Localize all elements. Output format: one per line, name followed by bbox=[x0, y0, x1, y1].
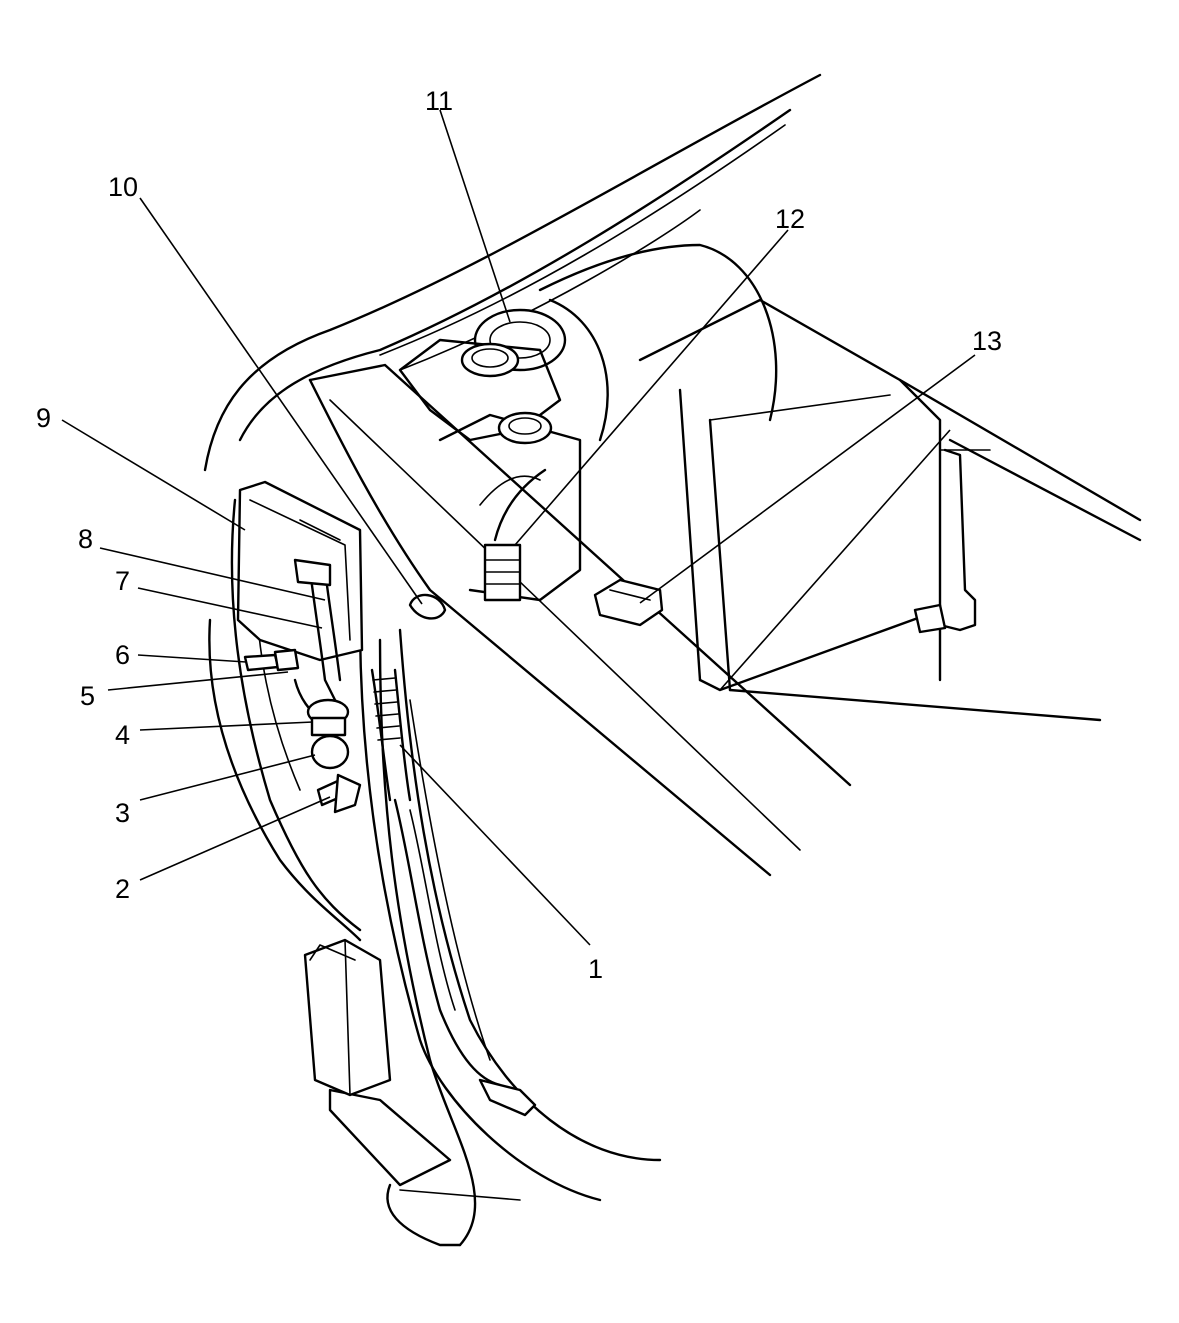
hose-1 bbox=[370, 668, 412, 802]
fitting-4 bbox=[306, 698, 350, 737]
sensor-6 bbox=[243, 648, 300, 672]
leader-13b bbox=[719, 429, 951, 691]
leader-2 bbox=[139, 796, 331, 881]
bolt-2 bbox=[316, 773, 362, 814]
washer-pump bbox=[479, 468, 547, 602]
leader-1 bbox=[399, 744, 591, 946]
leader-12 bbox=[514, 229, 789, 546]
electronic-module bbox=[303, 938, 392, 1097]
callout-6: 6 bbox=[115, 640, 130, 670]
air-intake bbox=[473, 243, 778, 442]
bulb-3 bbox=[310, 734, 350, 770]
hood-edge bbox=[203, 73, 822, 472]
leader-4 bbox=[139, 721, 314, 731]
headlamp-wiring bbox=[293, 558, 342, 722]
fender-lower bbox=[358, 618, 662, 1247]
leader-11 bbox=[439, 109, 511, 323]
leader-3 bbox=[139, 754, 316, 801]
support-bracket bbox=[913, 448, 991, 634]
leader-9 bbox=[61, 419, 246, 531]
callout-11: 11 bbox=[425, 86, 453, 116]
callout-13: 13 bbox=[972, 326, 1002, 356]
callout-2: 2 bbox=[115, 874, 130, 904]
callout-1: 1 bbox=[588, 954, 603, 984]
callout-12: 12 bbox=[775, 204, 805, 234]
callout-3: 3 bbox=[115, 798, 130, 828]
radiator bbox=[638, 298, 1142, 722]
callout-8: 8 bbox=[78, 524, 93, 554]
coolant-reservoir bbox=[398, 338, 582, 602]
grommet-10 bbox=[408, 593, 447, 620]
leader-7 bbox=[137, 587, 323, 629]
callout-9: 9 bbox=[36, 403, 51, 433]
leader-8 bbox=[99, 547, 326, 601]
leader-13 bbox=[639, 354, 976, 604]
leader-6 bbox=[137, 654, 247, 663]
leader-10 bbox=[139, 197, 423, 605]
fender-harness bbox=[393, 798, 537, 1117]
callout-7: 7 bbox=[115, 566, 130, 596]
front-bumper bbox=[328, 1088, 521, 1247]
callout-5: 5 bbox=[80, 681, 95, 711]
leader-lines bbox=[61, 109, 976, 946]
connector-13 bbox=[593, 578, 664, 627]
callout-labels: 1 2 3 4 5 6 7 8 9 10 11 12 13 bbox=[36, 86, 1002, 984]
callout-4: 4 bbox=[115, 720, 130, 750]
radiator-support-beam bbox=[308, 363, 852, 877]
callout-10: 10 bbox=[108, 172, 138, 202]
leader-5 bbox=[107, 671, 289, 691]
